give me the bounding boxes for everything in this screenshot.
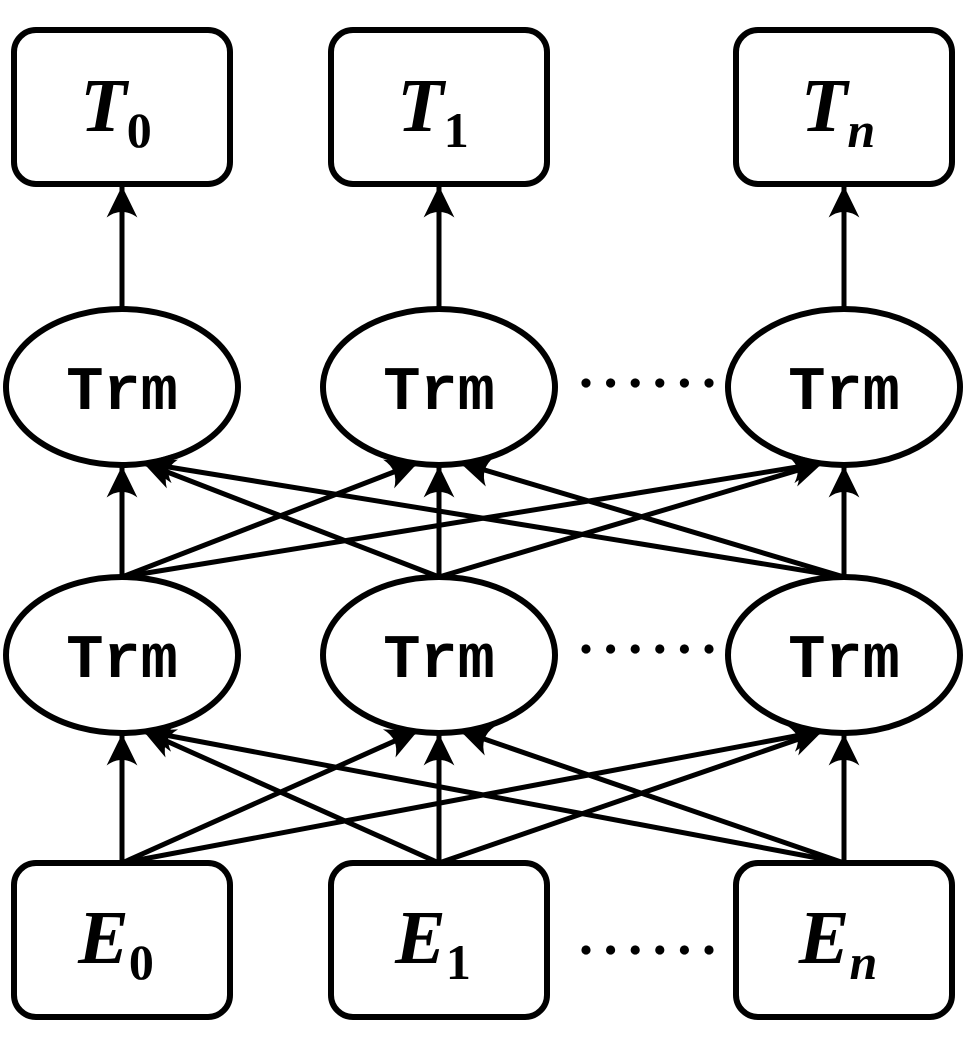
ellipsis-dot xyxy=(581,378,591,388)
output-box-t1 xyxy=(328,27,550,187)
arrow-e0-to-l1c2 xyxy=(121,721,824,866)
trm-label-layer1-col0: Trm xyxy=(66,625,178,696)
arrow-en-to-l1c1 xyxy=(460,726,845,866)
input-label-e0: E0 xyxy=(77,896,154,990)
node-labels: T0 T1 Tn Trm Trm Trm Trm Trm Trm E0 E1 E… xyxy=(66,64,900,990)
trm-label-layer2-col1: Trm xyxy=(383,357,495,428)
ellipsis-dot xyxy=(606,644,616,654)
ellipsis-dots-layer1 xyxy=(581,644,714,654)
output-label-t1: T1 xyxy=(397,64,468,158)
ellipsis-dot xyxy=(606,378,616,388)
ellipsis-dot xyxy=(704,945,714,955)
ellipsis-dot xyxy=(581,945,591,955)
connection-arrows xyxy=(106,185,860,866)
arrow-l1c2-to-l2c1 xyxy=(459,456,845,580)
ellipsis-dot xyxy=(655,644,665,654)
output-box-tn xyxy=(733,27,955,187)
arrow-e1-to-l1c0 xyxy=(142,728,441,866)
ellipsis-dots-layer2 xyxy=(581,378,714,388)
arrow-en-to-l1c0 xyxy=(142,721,845,866)
ellipsis-dot xyxy=(679,945,690,955)
ellipsis-dot xyxy=(630,644,640,654)
ellipsis-dot xyxy=(655,945,665,955)
arrow-e1-to-l1c2 xyxy=(438,726,823,866)
input-label-e1: E1 xyxy=(394,896,471,990)
trm-label-layer1-col2: Trm xyxy=(788,625,900,696)
ellipsis-dot xyxy=(655,378,665,388)
arrow-l1c1-to-l2c0 xyxy=(143,459,440,580)
arrow-l1c0-to-l2c1 xyxy=(121,459,418,580)
ellipsis-dot xyxy=(679,644,690,654)
trm-label-layer2-col0: Trm xyxy=(66,357,178,428)
output-label-tn: Tn xyxy=(801,64,875,158)
arrow-e0-to-l1c1 xyxy=(120,728,419,866)
ellipsis-dot xyxy=(704,644,714,654)
input-label-en: En xyxy=(798,896,878,990)
ellipsis-dot xyxy=(630,378,640,388)
arrow-l1c0-to-l2c2 xyxy=(121,452,824,580)
ellipsis-dot xyxy=(606,945,616,955)
ellipsis-dot xyxy=(704,378,714,388)
arrow-l1c1-to-l2c2 xyxy=(438,456,824,580)
ellipsis-dot xyxy=(581,644,591,654)
node-shapes xyxy=(3,27,963,1020)
ellipsis-dot xyxy=(630,945,640,955)
arrow-l1c2-to-l2c0 xyxy=(142,452,845,580)
ellipsis-dots-inputs xyxy=(581,945,714,955)
ellipsis-dot xyxy=(679,378,690,388)
trm-label-layer1-col1: Trm xyxy=(383,625,495,696)
output-label-t0: T0 xyxy=(80,64,151,158)
trm-label-layer2-col2: Trm xyxy=(788,357,900,428)
output-box-t0 xyxy=(11,27,233,187)
